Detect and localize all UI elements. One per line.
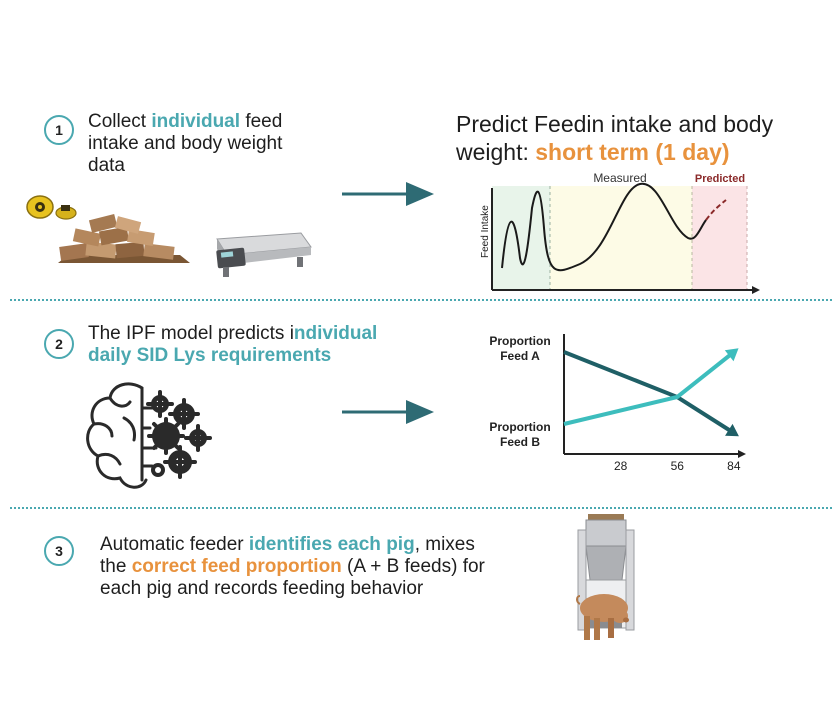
ear-tag-icon-2 xyxy=(55,205,77,220)
step-3-line-1-highlight: identifies each pig xyxy=(248,534,415,555)
predict-line-2-highlight: short term (1 day) xyxy=(535,139,730,165)
label-feed-a-line-2: Feed A xyxy=(500,349,540,363)
section-divider-2 xyxy=(10,507,832,509)
label-feed-b-line-2: Feed B xyxy=(499,435,540,449)
feed-pellets-icon xyxy=(58,214,190,263)
step-2-badge: 2 xyxy=(44,329,74,359)
step-3-line-1-b: , mixes xyxy=(414,534,475,555)
step-3-line-1-a: Automatic feeder xyxy=(100,534,249,555)
label-feed-b-line-1: Proportion xyxy=(489,420,551,434)
step-3-line-3: each pig and records feeding behavior xyxy=(100,578,424,599)
predict-title: Predict Feedin intake and body weight: s… xyxy=(456,110,836,166)
step-2-text-a: The IPF model predicts i xyxy=(88,323,294,344)
series-arrowhead-feed-a xyxy=(725,423,739,437)
x-tick-label: 56 xyxy=(671,459,685,473)
label-feed-b: Proportion Feed B xyxy=(478,420,562,450)
ear-tag-icon xyxy=(26,195,54,219)
predicted-label: Predicted xyxy=(695,173,745,185)
label-feed-a: Proportion Feed A xyxy=(478,334,562,364)
feed-intake-chart: Feed Intake Measured Predicted xyxy=(480,171,760,294)
pig-icon xyxy=(576,594,629,640)
step-3-badge: 3 xyxy=(44,536,74,566)
step-3-line-2-highlight: correct feed proportion xyxy=(131,556,342,577)
feed-and-tags-illustration xyxy=(26,195,190,263)
step-3-line-2-a: the xyxy=(100,556,132,577)
step-1-line-2: intake and body weight xyxy=(88,133,283,154)
proportion-chart-x-axis-arrow xyxy=(738,450,746,458)
step-2-highlight-b: daily SID Lys requirements xyxy=(88,345,332,366)
arrow-right-icon xyxy=(342,182,434,206)
series-arrowhead-feed-b xyxy=(724,348,739,362)
predict-line-1: Predict Feedin intake and body xyxy=(456,111,774,137)
step-1-highlight: individual xyxy=(151,111,241,132)
step-1-line-3: data xyxy=(88,155,125,176)
arrow-right-icon-2 xyxy=(342,400,434,424)
series-line-feed-a xyxy=(563,350,735,435)
step-2-text: The IPF model predicts individual daily … xyxy=(88,323,468,367)
proportion-chart: 28 56 84 xyxy=(563,334,746,473)
x-tick-label: 28 xyxy=(614,459,628,473)
step-3-text: Automatic feeder identifies each pig, mi… xyxy=(100,534,570,600)
step-2-highlight-a: ndividual xyxy=(293,323,378,344)
scale-icon xyxy=(216,232,312,277)
step-1-text: Collect individual feed intake and body … xyxy=(88,111,348,177)
measured-label: Measured xyxy=(593,171,646,185)
series-line-feed-b xyxy=(563,350,736,426)
feeder-with-pig-icon xyxy=(576,514,635,640)
x-tick-label: 84 xyxy=(727,459,741,473)
step-3-line-2-b: (A + B feeds) for xyxy=(341,556,485,577)
feed-intake-axis-label: Feed Intake xyxy=(480,205,491,258)
predict-line-2-a: weight: xyxy=(456,139,536,165)
measured-curve xyxy=(501,182,707,272)
step-1-text-a: Collect xyxy=(88,111,152,132)
label-feed-a-line-1: Proportion xyxy=(489,334,551,348)
section-divider-1 xyxy=(10,299,832,301)
predicted-curve xyxy=(705,199,727,221)
step-1-text-b: feed xyxy=(240,111,283,132)
step-1-badge: 1 xyxy=(44,115,74,145)
brain-gears-icon xyxy=(86,382,212,489)
